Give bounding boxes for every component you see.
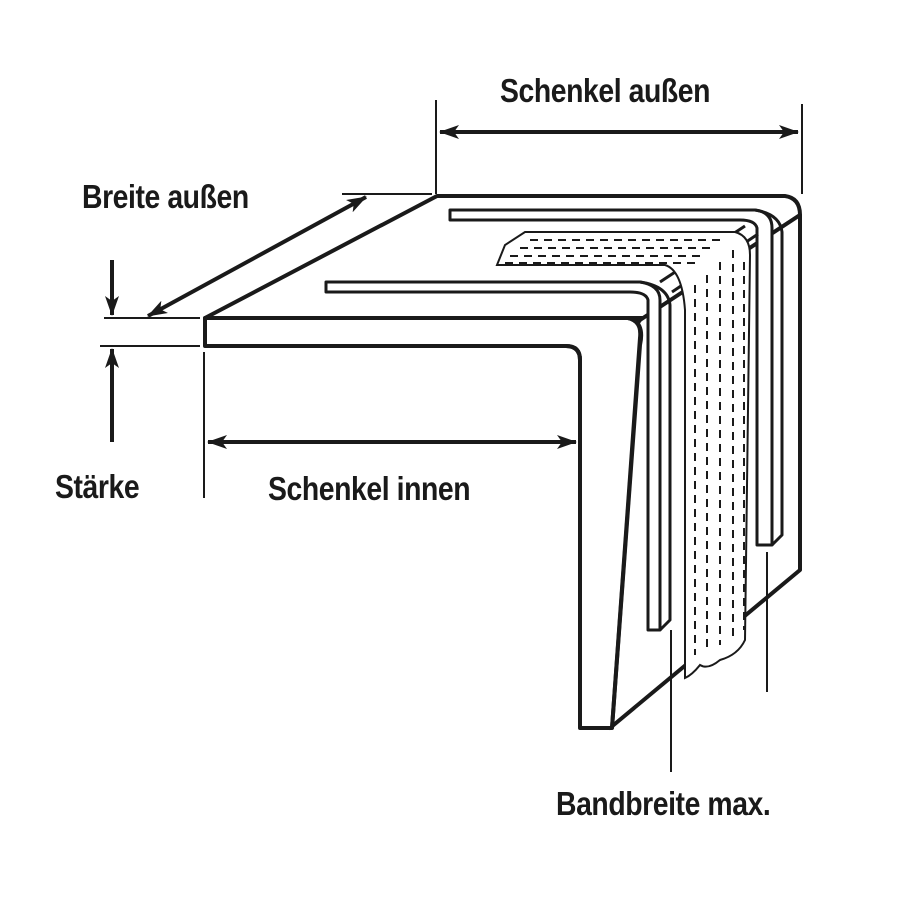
breite-aussen-arrow xyxy=(147,195,367,318)
band-shape xyxy=(495,231,752,680)
label-schenkel-aussen: Schenkel außen xyxy=(500,72,711,109)
label-staerke: Stärke xyxy=(55,468,140,505)
inner-ribs xyxy=(324,208,784,632)
label-bandbreite-max: Bandbreite max. xyxy=(556,785,771,822)
profile-bend xyxy=(610,316,644,729)
profile-front-face xyxy=(203,316,643,730)
label-schenkel-innen: Schenkel innen xyxy=(268,470,471,507)
profile-inner-edge xyxy=(205,344,582,728)
label-breite-aussen: Breite außen xyxy=(82,178,249,215)
dimension-lines xyxy=(100,100,803,772)
strapping-band xyxy=(495,231,752,680)
